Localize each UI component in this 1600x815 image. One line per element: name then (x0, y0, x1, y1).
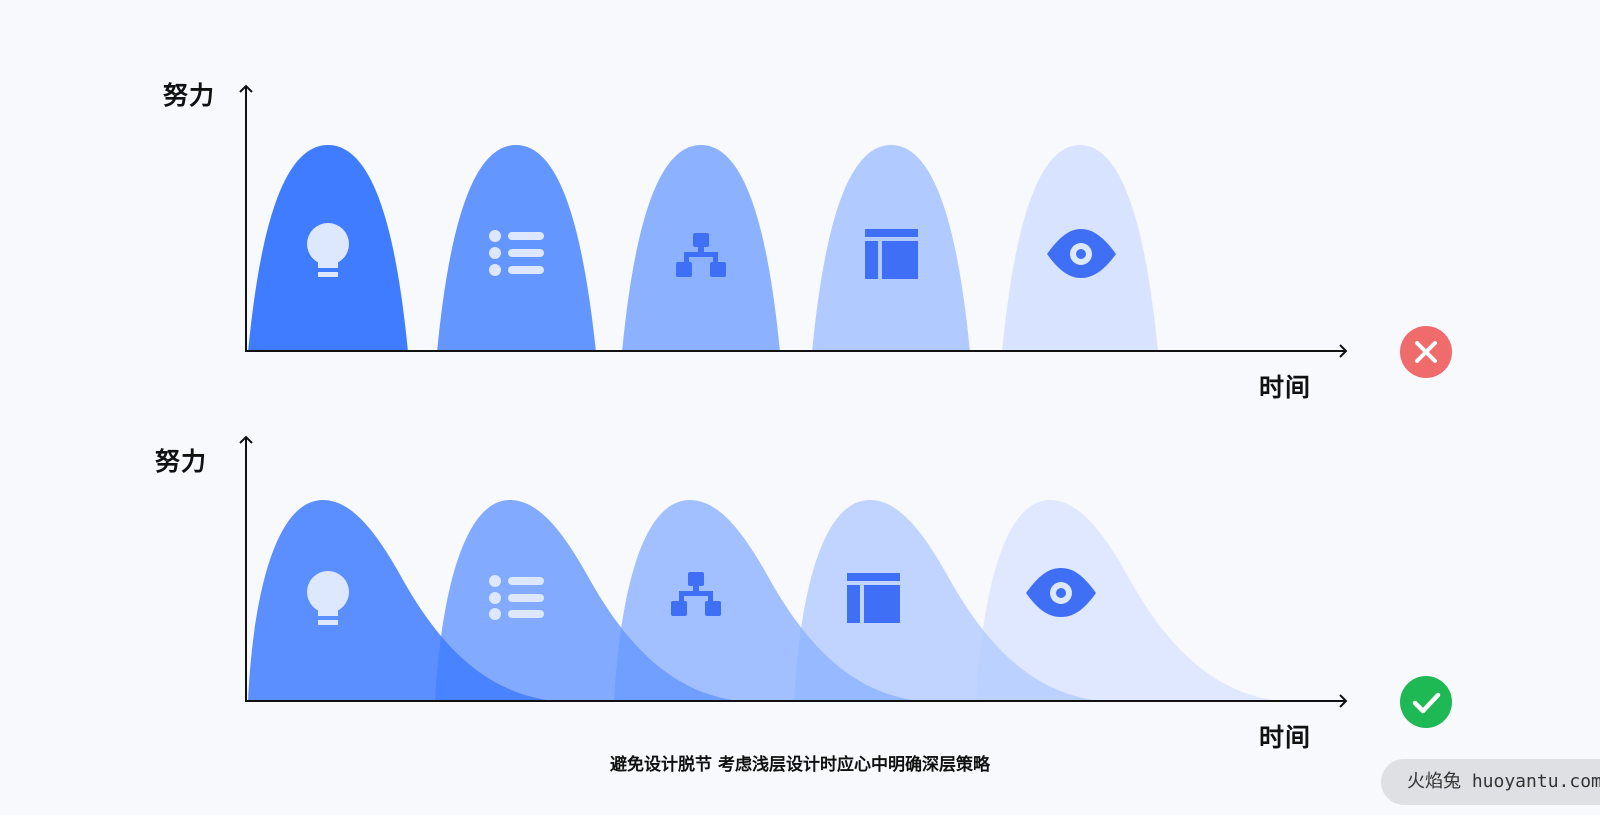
bottom-x-axis-label: 时间 (1259, 723, 1312, 752)
caption: 避免设计脱节 考虑浅层设计时应心中明确深层策略 (610, 755, 990, 775)
sitemap-icon (671, 572, 721, 616)
eye-icon (1047, 229, 1116, 278)
check-icon (1412, 692, 1441, 714)
lightbulb-icon (307, 223, 349, 277)
top-stage-2 (437, 145, 596, 352)
watermark: 火焰兔 huoyantu.com (1381, 759, 1600, 805)
top-y-axis-label: 努力 (163, 81, 216, 110)
top-x-axis-label: 时间 (1259, 373, 1312, 402)
bottom-stage-3 (614, 500, 930, 702)
correct-badge (1400, 676, 1452, 728)
list-icon (489, 230, 544, 276)
sitemap-icon (676, 233, 726, 277)
layout-icon (847, 573, 900, 623)
bottom-stage-4 (794, 500, 1110, 702)
bottom-diagram (239, 435, 1348, 708)
list-icon (489, 575, 544, 620)
bottom-stage-2 (435, 500, 750, 702)
eye-icon (1026, 568, 1096, 617)
close-icon (1415, 341, 1437, 363)
incorrect-badge (1400, 326, 1452, 378)
bottom-stage-5 (976, 500, 1290, 702)
bottom-y-axis-label: 努力 (155, 447, 208, 476)
lightbulb-icon (307, 571, 349, 625)
bottom-stage-1 (248, 500, 565, 702)
layout-icon (865, 229, 918, 279)
top-diagram (239, 84, 1348, 358)
